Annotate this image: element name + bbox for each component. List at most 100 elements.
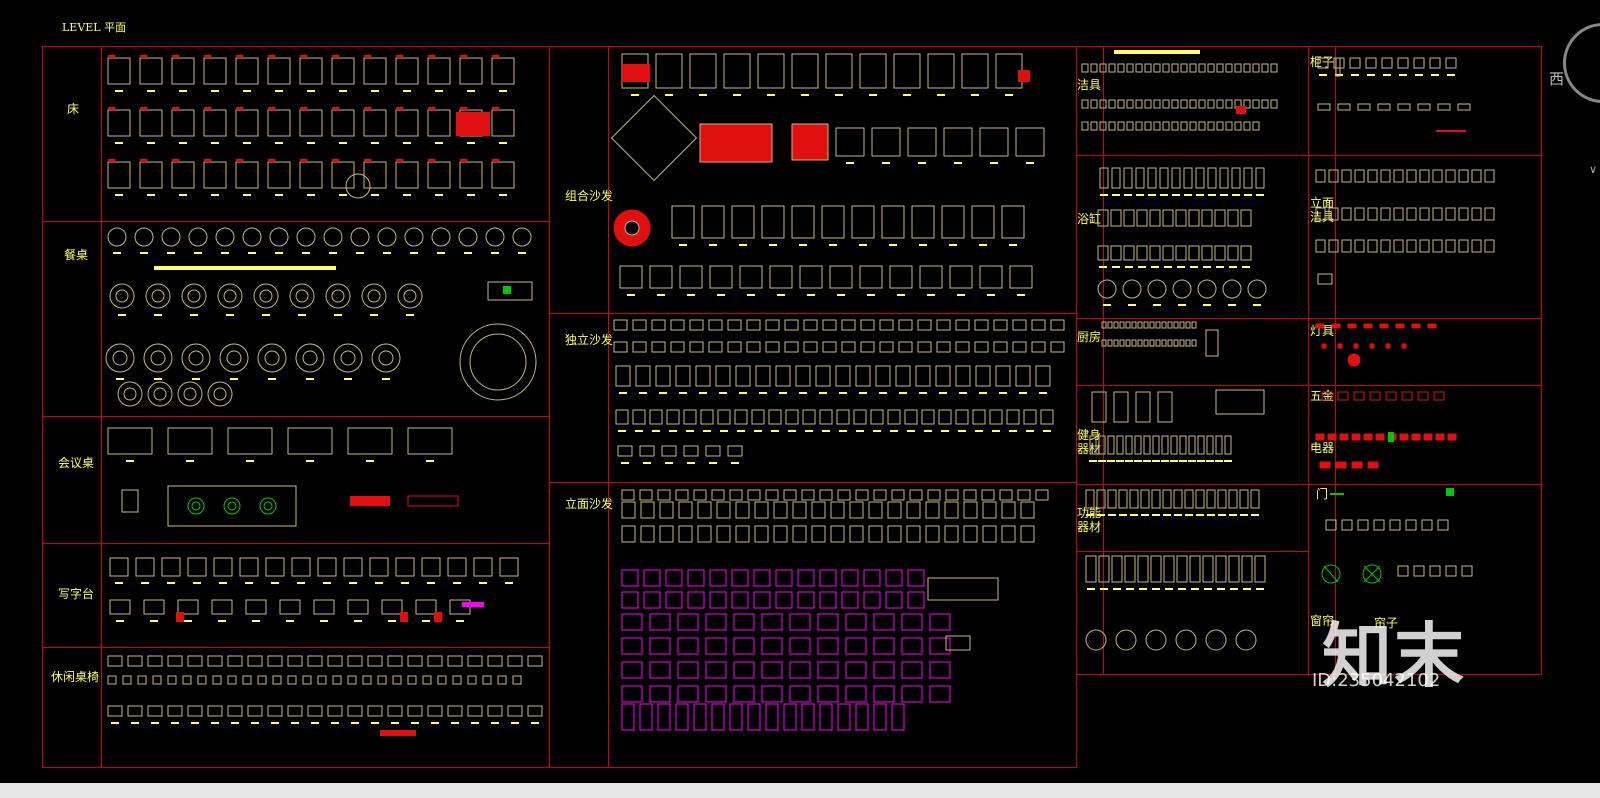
cad-symbol xyxy=(497,675,507,685)
viewcube-west-label[interactable]: 西 xyxy=(1549,70,1565,88)
cad-symbol xyxy=(211,194,219,196)
cad-symbol xyxy=(507,705,523,717)
cad-symbol xyxy=(272,675,282,685)
cad-symbol xyxy=(1147,279,1167,299)
cad-symbol xyxy=(1107,321,1113,329)
cad-symbol xyxy=(458,227,478,247)
cad-symbol xyxy=(1471,169,1482,183)
cad-symbol xyxy=(154,378,162,380)
cad-symbol xyxy=(1035,365,1051,387)
cad-symbol xyxy=(289,283,315,309)
cad-symbol xyxy=(735,525,750,543)
cad-symbol xyxy=(427,655,443,667)
cad-symbol xyxy=(161,557,181,577)
cad-symbol xyxy=(821,205,845,239)
cad-symbol xyxy=(711,489,725,501)
cad-symbol xyxy=(739,392,747,394)
cad-symbol xyxy=(687,569,705,587)
cad-symbol xyxy=(773,525,788,543)
cad-symbol xyxy=(1123,167,1133,189)
cad-symbol xyxy=(687,294,695,296)
cad-symbol xyxy=(945,635,971,651)
cad-symbol xyxy=(699,94,707,96)
cad-symbol xyxy=(1197,435,1205,455)
cad-symbol xyxy=(819,489,833,501)
cad-symbol xyxy=(949,265,973,289)
cad-symbol xyxy=(295,343,325,373)
cad-symbol xyxy=(1098,435,1106,455)
cad-symbol xyxy=(1116,460,1124,462)
cad-symbol xyxy=(974,341,989,353)
cad-symbol xyxy=(621,661,643,679)
cad-symbol xyxy=(1351,74,1359,76)
cad-symbol xyxy=(487,705,503,717)
cad-symbol xyxy=(505,582,513,584)
cad-symbol xyxy=(1108,121,1116,131)
cad-symbol xyxy=(456,620,464,622)
cad-symbol xyxy=(275,90,283,92)
cad-symbol xyxy=(371,90,379,92)
cad-symbol xyxy=(737,430,745,432)
cad-symbol xyxy=(411,722,419,724)
cad-symbol xyxy=(918,162,926,164)
cad-symbol xyxy=(981,489,995,501)
cad-symbol xyxy=(375,582,383,584)
cad-symbol xyxy=(635,430,643,432)
cad-symbol xyxy=(1217,489,1227,509)
chevron-down-icon[interactable]: ∨ xyxy=(1589,163,1598,176)
cad-symbol xyxy=(1401,391,1413,401)
cad-symbol xyxy=(1023,409,1037,425)
cad-symbol xyxy=(1171,63,1179,73)
cad-symbol xyxy=(659,392,667,394)
cad-symbol xyxy=(219,582,227,584)
cad-symbol xyxy=(801,489,815,501)
cad-symbol xyxy=(302,252,310,254)
cad-symbol xyxy=(487,655,503,667)
cad-symbol xyxy=(869,94,877,96)
cad-symbol xyxy=(1188,209,1200,227)
cad-symbol xyxy=(499,90,507,92)
cad-symbol xyxy=(347,427,393,455)
cad-symbol xyxy=(1243,63,1251,73)
cad-symbol xyxy=(999,489,1013,501)
cad-symbol xyxy=(1214,245,1226,261)
cad-symbol xyxy=(329,252,337,254)
cad-symbol xyxy=(392,675,402,685)
cad-symbol xyxy=(147,705,163,717)
cad-symbol xyxy=(147,90,155,92)
cad-symbol xyxy=(1125,339,1131,347)
cad-symbol xyxy=(1367,461,1379,469)
cad-symbol xyxy=(1111,555,1123,583)
cad-symbol xyxy=(1198,63,1206,73)
cad-symbol xyxy=(867,294,875,296)
cad-symbol xyxy=(1175,629,1197,651)
cad-symbol xyxy=(275,252,283,254)
cad-symbol xyxy=(245,599,267,615)
cad-symbol xyxy=(243,194,251,196)
cad-symbol xyxy=(621,501,636,519)
cad-symbol xyxy=(1445,239,1456,253)
cad-symbol xyxy=(1113,391,1129,423)
cad-symbol xyxy=(863,569,881,587)
cad-symbol xyxy=(1020,525,1035,543)
cad-symbol xyxy=(1163,555,1175,583)
cad-symbol xyxy=(1123,209,1135,227)
cad-symbol xyxy=(1484,207,1495,221)
cad-symbol xyxy=(837,703,851,731)
cad-symbol xyxy=(469,333,527,391)
cad-symbol xyxy=(154,266,336,270)
cad-symbol xyxy=(767,94,775,96)
cad-symbol xyxy=(643,569,661,587)
cad-symbol xyxy=(1437,519,1449,531)
cad-symbol xyxy=(761,637,783,655)
cad-symbol xyxy=(729,703,743,731)
cad-symbol xyxy=(1240,514,1248,516)
cad-symbol xyxy=(235,109,259,137)
cad-symbol xyxy=(1339,433,1349,441)
cad-symbol xyxy=(735,365,751,387)
cad-symbol xyxy=(371,194,379,196)
cad-symbol xyxy=(829,265,853,289)
cad-symbol xyxy=(1315,433,1325,441)
cad-symbol xyxy=(167,485,297,527)
